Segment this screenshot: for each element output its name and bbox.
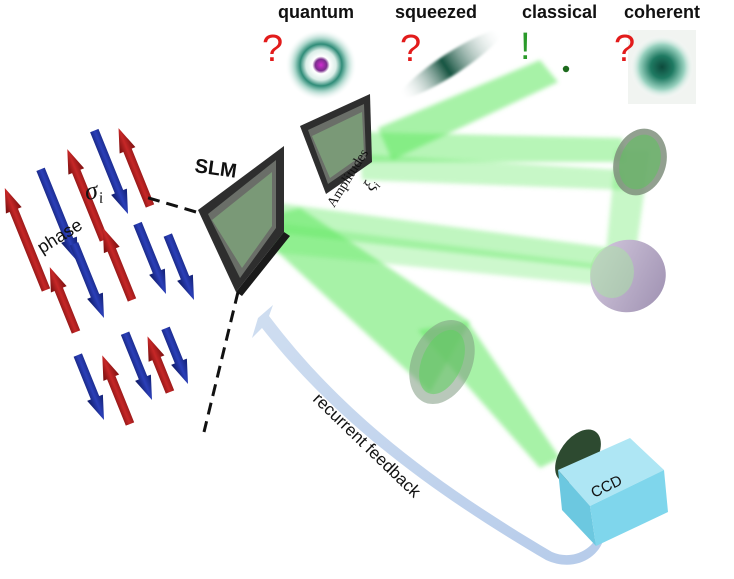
spin-up-arrow [67, 149, 109, 242]
spin-lattice [4, 128, 194, 426]
classical-exclaim-mark: ! [520, 26, 531, 68]
state-label-classical: classical [522, 2, 598, 22]
spin-down-arrow [36, 167, 78, 262]
slm-label: SLM [193, 155, 238, 183]
state-label-squeezed: squeezed [395, 2, 478, 22]
spin-down-arrow [120, 331, 152, 400]
spin-down-arrow [133, 221, 166, 294]
state-classical-icon [562, 65, 570, 73]
state-coherent-icon [628, 30, 696, 104]
spin-down-arrow [161, 326, 188, 384]
spin-up-arrow [49, 267, 81, 334]
mirror-top [613, 128, 667, 196]
spin-up-arrow [102, 355, 135, 426]
feedback-label: recurrent feedback [309, 389, 425, 501]
sigma-symbol: σi [83, 175, 105, 209]
spin-down-arrow [163, 233, 194, 300]
coherent-question-mark: ? [614, 28, 636, 70]
spin-up-arrow [4, 188, 51, 292]
slm-panel [198, 146, 290, 296]
spin-down-arrow [73, 353, 104, 420]
state-label-quantum: quantum [278, 2, 354, 22]
beam-slm-to-lens [245, 208, 470, 392]
spin-down-arrow [69, 242, 104, 318]
state-quantum-icon [285, 29, 357, 101]
beam-to-mirror1 [360, 132, 626, 162]
state-squeezed-icon [400, 30, 502, 98]
mirror-bottom [590, 239, 666, 313]
quantum-question-mark: ? [262, 28, 284, 70]
spin-down-arrow [90, 128, 128, 214]
squeezed-question-mark: ? [400, 28, 422, 70]
ccd-camera [555, 429, 668, 546]
amplitude-slm-panel [300, 94, 372, 194]
zoom-lines [141, 194, 240, 433]
beams [245, 60, 650, 468]
state-label-coherent: coherent [624, 2, 701, 22]
spin-up-arrow [102, 227, 137, 302]
beam-mirror2-to-slm [270, 202, 610, 270]
spin-up-arrow [147, 336, 175, 394]
beam-mirror2-to-slm-b [270, 222, 610, 286]
lens [409, 319, 475, 405]
beam-to-mirror1b [360, 154, 626, 190]
spin-up-arrow [118, 128, 155, 208]
